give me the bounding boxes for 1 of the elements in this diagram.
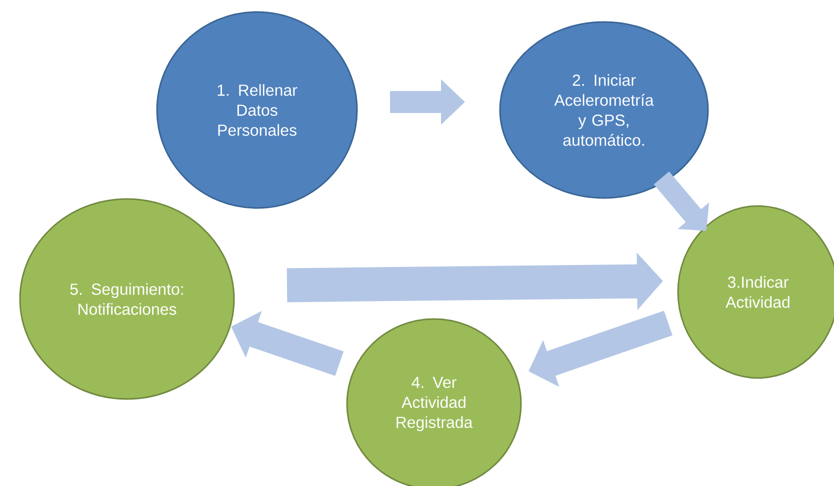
- block-arrow: [654, 171, 710, 231]
